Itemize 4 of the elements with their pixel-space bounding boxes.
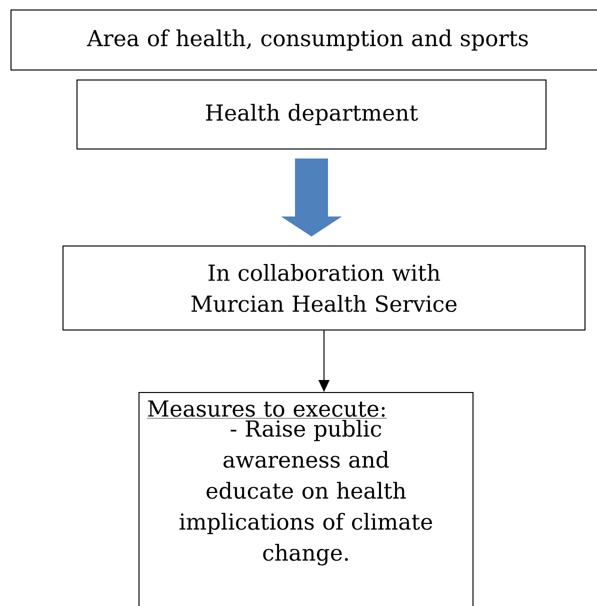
process-box: Area of health, consumption and sports — [10, 10, 597, 70]
process-box: Health department — [76, 80, 546, 150]
process-box: Measures to execute: - Raise public awareness and educate on health implications of climate change. — [138, 392, 474, 606]
process-box: In collaboration with Murcian Health Service — [62, 246, 586, 330]
